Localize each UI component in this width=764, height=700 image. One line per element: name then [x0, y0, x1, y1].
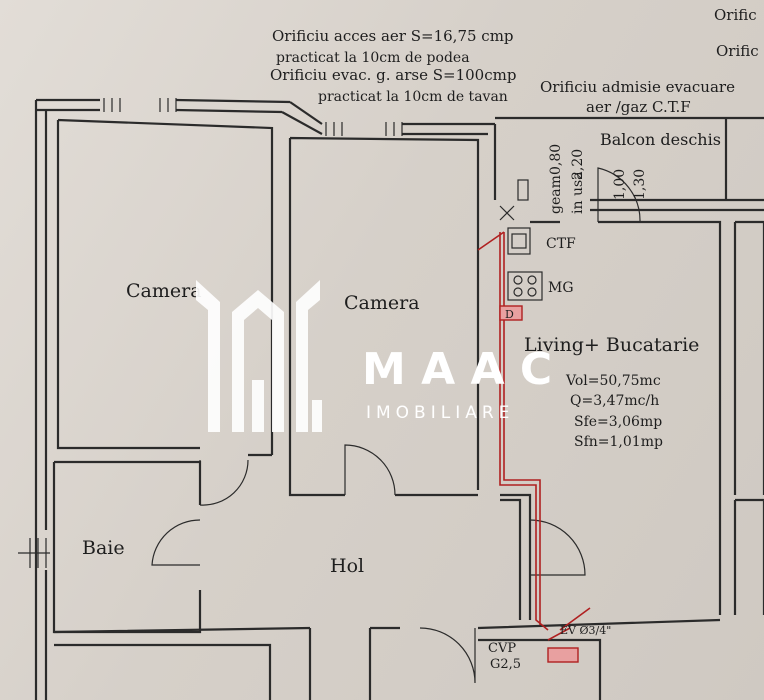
cvp-label: CVP	[488, 641, 516, 656]
d-label: D	[505, 308, 514, 321]
watermark-brand: M A A C	[362, 344, 552, 395]
air-intake-note-2: practicat la 10cm de podea	[276, 50, 470, 66]
annotations: Orificiu acces aer S=16,75 cmp practicat…	[82, 6, 759, 672]
admission-note: Orificiu admisie evacuare	[540, 78, 735, 96]
maac-logo-icon	[196, 280, 322, 432]
gas-pipe	[477, 231, 591, 663]
room-label-baie: Baie	[82, 537, 125, 559]
room-label-living: Living+ Bucatarie	[524, 334, 699, 356]
exhaust-note: Orificiu evac. g. arse S=100cmp	[270, 66, 516, 84]
room-label-camera-right: Camera	[344, 292, 420, 314]
room-label-hol: Hol	[330, 555, 364, 577]
air-intake-note: Orificiu acces aer S=16,75 cmp	[272, 27, 514, 45]
door-swings	[151, 167, 641, 684]
watermark-tagline: IMOBILIARE	[366, 403, 514, 423]
living-sfn: Sfn=1,01mp	[574, 434, 663, 450]
mg-label: MG	[548, 280, 574, 296]
dimension-2-20: 2,20	[570, 149, 586, 180]
window-hatches	[18, 98, 403, 568]
ev-label: EV Ø3/4"	[560, 624, 611, 637]
exhaust-note-2: practicat la 10cm de tavan	[318, 89, 508, 105]
g25-label: G2,5	[490, 657, 521, 672]
living-volume: Vol=50,75mc	[565, 373, 661, 389]
living-flow: Q=3,47mc/h	[570, 393, 659, 409]
dimension-in-usa-label: in usa	[570, 172, 586, 215]
dimension-1-30: 1,30	[632, 169, 648, 200]
equipment-symbols	[499, 179, 543, 301]
room-label-balcon: Balcon deschis	[600, 130, 721, 149]
admission-note-2: aer /gaz C.T.F	[586, 98, 691, 116]
living-sfe: Sfe=3,06mp	[574, 414, 662, 430]
dimension-0-80: 0,80	[548, 144, 564, 175]
dimension-1-00: 1,00	[612, 169, 628, 200]
top-right-note-2: Orific	[716, 42, 759, 60]
ctf-label: CTF	[546, 236, 576, 252]
top-right-note: Orific	[714, 6, 757, 24]
dimension-geam-label: geam	[548, 175, 564, 214]
room-label-camera-left: Camera	[126, 280, 202, 302]
